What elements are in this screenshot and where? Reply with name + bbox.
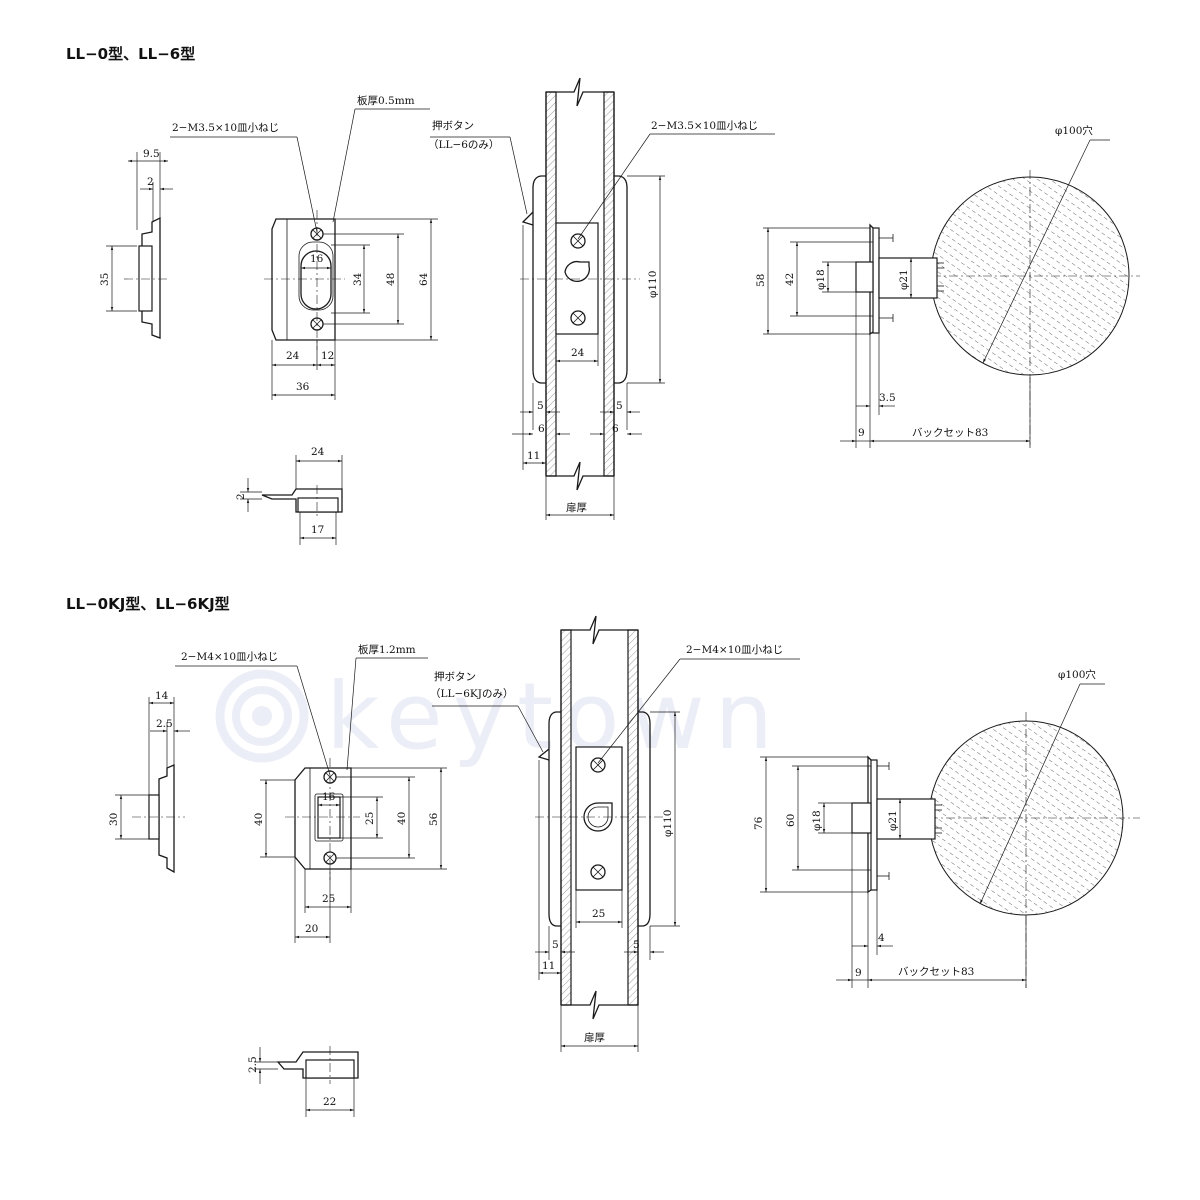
bottom-strike-front-view: 16 25 40 56 40 25 20 2−M4×10皿小ねじ 板厚1.2mm xyxy=(175,643,447,943)
dim-phi18-b: φ18 xyxy=(811,810,823,831)
dim-6-left: 6 xyxy=(538,423,545,435)
screw-callout-b: 2−M4×10皿小ねじ xyxy=(181,651,278,663)
dim-4: 4 xyxy=(878,932,885,944)
dim-25-plate: 25 xyxy=(322,893,335,905)
bottom-section-title: LL−0KJ型、LL−6KJ型 xyxy=(66,595,230,613)
dim-11-b: 11 xyxy=(542,960,555,972)
screw-callout-door: 2−M3.5×10皿小ねじ xyxy=(651,120,758,132)
dim-2-5-bottom: 2.5 xyxy=(247,1056,259,1073)
backset-label-b: バックセット83 xyxy=(898,966,974,978)
top-strike-bottom-view: 24 2 17 xyxy=(235,446,343,545)
dim-9-b: 9 xyxy=(855,967,862,979)
dim-42: 42 xyxy=(784,273,796,286)
screw-callout: 2−M3.5×10皿小ねじ xyxy=(172,122,279,134)
dim-60: 60 xyxy=(785,814,797,827)
door-thickness-label-b: 扉厚 xyxy=(584,1031,605,1044)
dim-14: 14 xyxy=(155,690,169,702)
dim-11: 11 xyxy=(527,450,540,462)
dim-5-left: 5 xyxy=(537,400,544,412)
watermark-logo: keytown xyxy=(215,663,783,770)
dim-24-bottom: 24 xyxy=(311,446,325,458)
push-button-label-b: 押ボタン xyxy=(434,670,476,683)
dim-76: 76 xyxy=(753,816,765,830)
dim-58: 58 xyxy=(755,274,767,287)
top-strike-front-view: 16 34 48 64 24 12 36 2−M3.5×10皿小ねじ 板厚0.5… xyxy=(170,94,438,400)
dim-12: 12 xyxy=(321,350,334,362)
dim-2: 2 xyxy=(147,176,154,188)
dim-20: 20 xyxy=(305,923,318,935)
bottom-latch-view: 76 60 φ18 φ21 4 9 バックセット83 φ100穴 xyxy=(753,668,1140,988)
plate-thickness-callout: 板厚0.5mm xyxy=(357,94,415,107)
watermark-text: keytown xyxy=(326,663,783,770)
dim-2-bottom: 2 xyxy=(235,493,247,500)
dim-5-right: 5 xyxy=(616,400,623,412)
top-strike-side-view: 9.5 2 35 xyxy=(99,148,173,339)
door-thickness-label: 扉厚 xyxy=(566,501,587,514)
push-button-note-b: （LL−6KJのみ） xyxy=(430,688,513,700)
dim-phi21-b: φ21 xyxy=(887,810,899,831)
bottom-door-section: φ110 25 5 5 11 扉厚 2−M4×10皿小ねじ 押ボタン （LL−6… xyxy=(430,615,800,1052)
dim-16: 16 xyxy=(310,253,324,265)
dim-6-right: 6 xyxy=(612,423,619,435)
dim-16-b: 16 xyxy=(322,791,336,803)
dim-24-door: 24 xyxy=(571,347,585,359)
dim-phi21: φ21 xyxy=(898,269,910,290)
bore-hole-label-b: φ100穴 xyxy=(1058,668,1096,681)
bottom-strike-side-view: 14 2.5 30 xyxy=(108,690,190,874)
push-button-label: 押ボタン xyxy=(432,119,474,132)
dim-40-plate: 40 xyxy=(253,813,265,826)
dim-34: 34 xyxy=(352,272,364,286)
dim-30: 30 xyxy=(108,813,120,826)
dim-64: 64 xyxy=(418,272,430,286)
dim-56: 56 xyxy=(428,812,440,826)
dim-2-5: 2.5 xyxy=(156,718,173,730)
dim-phi18: φ18 xyxy=(815,269,827,290)
dim-phi110-b: φ110 xyxy=(662,810,674,837)
dim-35: 35 xyxy=(99,273,111,286)
dim-17: 17 xyxy=(311,524,324,536)
top-door-section: φ110 24 5 5 6 6 11 扉厚 2−M3.5×10皿小ねじ 押ボタン… xyxy=(428,77,775,520)
dim-48: 48 xyxy=(385,273,397,286)
dim-25-door: 25 xyxy=(592,908,605,920)
dim-9: 9 xyxy=(858,427,865,439)
dim-3-5: 3.5 xyxy=(879,392,896,404)
dim-40-screws: 40 xyxy=(396,812,408,825)
plate-thickness-callout-b: 板厚1.2mm xyxy=(358,643,416,656)
dim-24: 24 xyxy=(286,350,300,362)
dim-22: 22 xyxy=(323,1096,336,1108)
dim-5-left-b: 5 xyxy=(552,939,559,951)
push-button-note: （LL−6のみ） xyxy=(428,139,499,151)
top-section-title: LL−0型、LL−6型 xyxy=(66,45,195,63)
top-latch-view: 58 42 φ18 φ21 3.5 9 バックセット83 φ100穴 xyxy=(755,124,1140,448)
backset-label: バックセット83 xyxy=(912,427,988,439)
dim-5-right-b: 5 xyxy=(633,939,640,951)
screw-callout-door-b: 2−M4×10皿小ねじ xyxy=(686,644,783,656)
dim-25-slot: 25 xyxy=(364,812,376,825)
bore-hole-label: φ100穴 xyxy=(1055,124,1093,137)
dim-9-5: 9.5 xyxy=(143,148,160,160)
dim-phi110: φ110 xyxy=(647,271,659,298)
dim-36: 36 xyxy=(296,381,310,393)
bottom-strike-bottom-view: 2.5 22 xyxy=(247,1046,359,1117)
